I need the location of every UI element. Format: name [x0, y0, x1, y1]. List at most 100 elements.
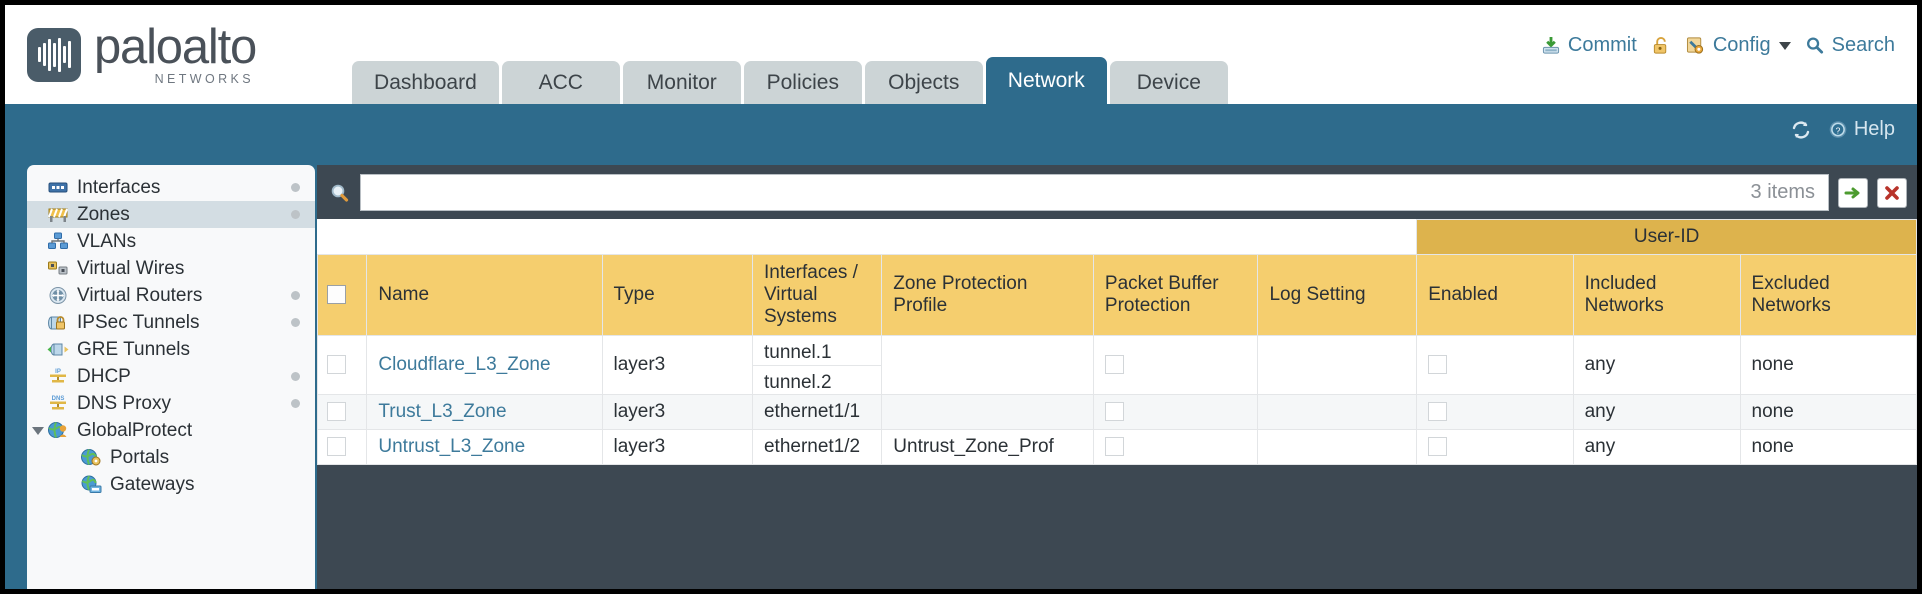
- col-header-excluded-networks[interactable]: Excluded Networks: [1739, 254, 1917, 336]
- sidebar-label: Zones: [77, 203, 130, 225]
- search-button[interactable]: Search: [1804, 34, 1895, 57]
- svg-text:?: ?: [1835, 125, 1840, 135]
- search-label: Search: [1831, 34, 1895, 56]
- cell-zone-name[interactable]: Trust_L3_Zone: [366, 394, 603, 430]
- tab-device[interactable]: Device: [1109, 60, 1228, 104]
- row-checkbox[interactable]: [327, 355, 346, 375]
- row-checkbox[interactable]: [327, 402, 346, 422]
- cell-user-id-enabled[interactable]: [1416, 429, 1574, 465]
- help-link[interactable]: ? Help: [1827, 118, 1895, 141]
- tab-acc[interactable]: ACC: [501, 60, 620, 104]
- zone-link[interactable]: Trust_L3_Zone: [378, 401, 507, 422]
- cell-type: layer3: [601, 394, 753, 430]
- cell-zone-name[interactable]: Untrust_L3_Zone: [366, 429, 603, 465]
- sidebar-item-globalprotect[interactable]: GlobalProtect: [27, 417, 315, 444]
- row-select-cell[interactable]: [316, 335, 368, 395]
- cell-zone-name[interactable]: Cloudflare_L3_Zone: [366, 335, 603, 395]
- svg-text:IP: IP: [55, 369, 61, 375]
- clear-filter-button[interactable]: [1877, 177, 1907, 208]
- zones-filter-input[interactable]: 3 items: [360, 174, 1829, 211]
- cell-zone-protection-profile: Untrust_Zone_Prof: [881, 429, 1094, 465]
- sidebar-item-vlans[interactable]: VLANs: [27, 228, 315, 255]
- main-tabs: Dashboard ACC Monitor Policies Objects N…: [352, 5, 1228, 104]
- zone-link[interactable]: Untrust_L3_Zone: [378, 436, 526, 457]
- tab-dashboard[interactable]: Dashboard: [352, 60, 499, 104]
- col-header-log-setting[interactable]: Log Setting: [1257, 254, 1418, 336]
- search-row: 3 items: [317, 165, 1917, 219]
- sidebar-item-interfaces[interactable]: Interfaces: [27, 174, 315, 201]
- brand-logo[interactable]: paloalto NETWORKS: [5, 5, 257, 104]
- refresh-icon[interactable]: [1790, 119, 1812, 141]
- expander-triangle-icon[interactable]: [32, 426, 44, 435]
- sidebar-item-dhcp[interactable]: IP DHCP: [27, 363, 315, 390]
- cell-packet-buffer-protection[interactable]: [1092, 335, 1259, 395]
- zones-table: User-ID Name Type Interfaces / Virtual S…: [316, 219, 1917, 465]
- sidebar-item-virtual-wires[interactable]: Virtual Wires: [27, 255, 315, 282]
- col-header-name[interactable]: Name: [366, 254, 603, 336]
- row-select-cell[interactable]: [316, 394, 368, 430]
- col-header-enabled[interactable]: Enabled: [1416, 254, 1574, 336]
- table-row[interactable]: Trust_L3_Zone layer3 ethernet1/1 any: [316, 394, 1917, 430]
- packet-buffer-protection-checkbox[interactable]: [1104, 355, 1124, 375]
- row-checkbox[interactable]: [327, 437, 346, 457]
- vlans-icon: [48, 232, 68, 249]
- cell-packet-buffer-protection[interactable]: [1092, 394, 1259, 430]
- cell-log-setting: [1257, 335, 1418, 395]
- commit-button[interactable]: Commit: [1540, 34, 1637, 57]
- packet-buffer-protection-checkbox[interactable]: [1104, 437, 1124, 457]
- cell-user-id-enabled[interactable]: [1416, 394, 1574, 430]
- sidebar-item-dns-proxy[interactable]: DNS DNS Proxy: [27, 390, 315, 417]
- interface-entry: tunnel.2: [752, 365, 882, 394]
- sidebar-label: Portals: [110, 446, 170, 468]
- packet-buffer-protection-checkbox[interactable]: [1104, 402, 1124, 422]
- items-count-label: 3 items: [1750, 181, 1815, 203]
- unlock-button[interactable]: [1650, 36, 1672, 55]
- config-wrench-icon: [1686, 37, 1703, 54]
- sidebar-label: DNS Proxy: [77, 392, 171, 414]
- config-menu[interactable]: Config: [1685, 34, 1791, 57]
- col-header-packet-buffer-protection[interactable]: Packet Buffer Protection: [1092, 254, 1259, 336]
- brand-name: paloalto: [94, 20, 257, 75]
- zones-table-head: User-ID Name Type Interfaces / Virtual S…: [316, 219, 1917, 336]
- status-dot: [291, 399, 300, 408]
- tab-network[interactable]: Network: [985, 56, 1107, 104]
- tab-monitor[interactable]: Monitor: [622, 60, 741, 104]
- cell-zone-protection-profile: [881, 335, 1094, 395]
- tab-objects[interactable]: Objects: [864, 60, 983, 104]
- apply-filter-button[interactable]: [1838, 177, 1868, 208]
- row-select-cell[interactable]: [316, 429, 368, 465]
- interfaces-icon: [48, 182, 68, 193]
- sidebar-item-virtual-routers[interactable]: Virtual Routers: [27, 282, 315, 309]
- select-all-header[interactable]: [316, 254, 368, 336]
- sidebar-item-gre-tunnels[interactable]: GRE Tunnels: [27, 336, 315, 363]
- sidebar-item-ipsec-tunnels[interactable]: IPSec Tunnels: [27, 309, 315, 336]
- sidebar-label: GlobalProtect: [77, 419, 193, 441]
- commit-icon: [1542, 36, 1559, 54]
- col-header-included-networks[interactable]: Included Networks: [1572, 254, 1741, 336]
- user-id-enabled-checkbox[interactable]: [1428, 437, 1448, 457]
- search-magnifier-icon[interactable]: [329, 181, 351, 205]
- commit-label: Commit: [1567, 34, 1637, 56]
- cell-packet-buffer-protection[interactable]: [1092, 429, 1259, 465]
- tab-policies[interactable]: Policies: [743, 60, 862, 104]
- zone-link[interactable]: Cloudflare_L3_Zone: [378, 354, 551, 375]
- col-header-zone-protection-profile[interactable]: Zone Protection Profile: [881, 254, 1094, 336]
- zones-table-body: Cloudflare_L3_Zone layer3 tunnel.1 tunne…: [316, 335, 1917, 465]
- green-arrow-icon: [1844, 187, 1860, 198]
- select-all-checkbox[interactable]: [327, 285, 346, 305]
- table-row[interactable]: Untrust_L3_Zone layer3 ethernet1/2 Untru…: [316, 429, 1917, 465]
- cell-interfaces: ethernet1/1: [751, 394, 883, 430]
- col-header-interfaces[interactable]: Interfaces / Virtual Systems: [751, 254, 883, 336]
- status-dot: [291, 210, 300, 219]
- sidebar-item-portals[interactable]: Portals: [27, 444, 315, 471]
- user-id-enabled-checkbox[interactable]: [1428, 402, 1448, 422]
- zones-panel: 3 items: [316, 165, 1917, 589]
- cell-user-id-enabled[interactable]: [1416, 335, 1574, 395]
- sidebar-item-zones[interactable]: Zones: [27, 201, 315, 228]
- user-id-enabled-checkbox[interactable]: [1428, 355, 1448, 375]
- sidebar-item-gateways[interactable]: Gateways: [27, 471, 315, 498]
- col-header-type[interactable]: Type: [601, 254, 753, 336]
- cell-included-networks: any: [1572, 429, 1741, 465]
- chevron-down-icon: [1778, 41, 1791, 50]
